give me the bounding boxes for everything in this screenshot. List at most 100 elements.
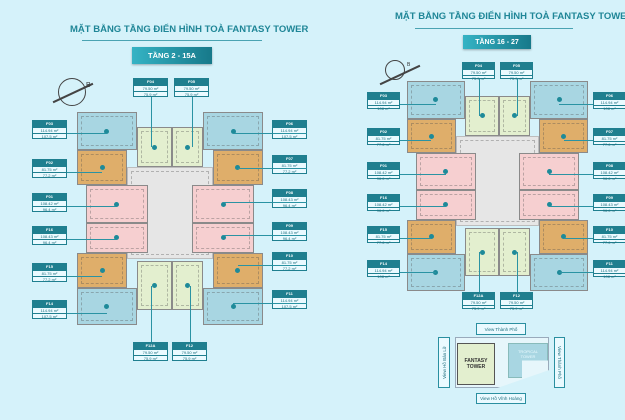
compass-icon [58, 78, 86, 106]
leader-line [400, 205, 446, 207]
unit-area-gross: 81.75 m² [273, 258, 306, 266]
unit-area-net: 107.5 m² [33, 133, 66, 140]
unit-marker-dot [114, 235, 120, 241]
unit-marker-dot [443, 169, 449, 175]
unit-marker-dot [433, 270, 439, 276]
unit-area-net: 77.6 m² [368, 239, 399, 246]
floor-plan-tang-16-27 [407, 81, 588, 291]
floor-badge: TẦNG 2 - 15A [132, 47, 212, 64]
unit-area-gross: 114.94 m² [33, 306, 66, 314]
leader-line [233, 133, 307, 135]
unit-area-net: 108 m² [594, 105, 625, 112]
unit-area-net: 75.9 m² [173, 355, 206, 362]
unit-area-net: 96.6 m² [594, 207, 625, 214]
unit-area-net: 108 m² [368, 105, 399, 112]
view-label-bottom: View Hồ Vĩnh Hoàng [476, 393, 526, 404]
apartment-unit-f06[interactable] [203, 112, 263, 151]
leader-line [516, 79, 518, 116]
unit-area-gross: 108.42 m² [594, 168, 625, 176]
unit-marker-dot [512, 113, 518, 119]
leader-line [559, 271, 593, 273]
unit-marker-dot [230, 128, 236, 134]
apartment-unit-f05[interactable] [171, 126, 204, 168]
unit-marker-dot [104, 128, 110, 134]
unit-area-gross: 108.42 m² [368, 168, 399, 176]
leader-line [237, 168, 307, 170]
apartment-unit-f01[interactable] [86, 185, 148, 223]
leader-line [150, 285, 152, 342]
unit-marker-dot [561, 133, 567, 139]
apartment-unit-f10[interactable] [539, 219, 588, 255]
unit-area-gross: 79.50 m² [463, 298, 494, 306]
unit-marker-dot [546, 169, 552, 175]
unit-name: F14 [368, 261, 399, 267]
unit-marker-dot [99, 165, 105, 171]
leader-line [549, 173, 593, 175]
unit-area-gross: 108.43 m² [33, 232, 66, 240]
compass-letter: B [407, 62, 411, 68]
unit-name: F02 [33, 160, 66, 166]
unit-marker-dot [556, 97, 562, 103]
leader-line [233, 303, 307, 305]
unit-name: F12A [463, 293, 494, 299]
leader-line [400, 103, 436, 105]
unit-marker-dot [104, 303, 110, 309]
leader-line [563, 237, 593, 239]
unit-marker-dot [114, 201, 120, 207]
title-divider [415, 28, 573, 29]
view-text: View Hồ Bán Lữ [441, 346, 447, 379]
unit-marker-dot [185, 283, 191, 289]
unit-area-net: 75.9 m² [134, 91, 167, 98]
unit-area-net: 96.4 m² [33, 206, 66, 213]
unit-name: F01 [33, 194, 66, 200]
apartment-unit-f03[interactable] [77, 112, 137, 151]
unit-area-gross: 79.50 m² [463, 68, 494, 76]
unit-area-net: 75.9 m² [463, 75, 494, 82]
unit-area-net: 77.6 m² [368, 141, 399, 148]
unit-marker-dot [561, 234, 567, 240]
unit-name: F06 [594, 93, 625, 99]
unit-name: F05 [501, 63, 532, 69]
view-text: View Hồ Vĩnh Hoàng [480, 396, 522, 401]
unit-name: F03 [368, 93, 399, 99]
unit-area-gross: 79.50 m² [501, 298, 532, 306]
unit-marker-dot [235, 267, 241, 273]
unit-name: F16 [368, 195, 399, 201]
unit-area-gross: 79.50 m² [173, 348, 206, 356]
unit-name: F15 [368, 227, 399, 233]
view-label-top: View Thành Phố [476, 323, 526, 335]
unit-area-gross: 114.94 m² [594, 266, 625, 274]
view-label-right: View Thành Phố [554, 337, 565, 388]
fantasy-tower-footprint: FANTASY TOWER [457, 343, 495, 385]
unit-area-net: 96.6 m² [594, 175, 625, 182]
unit-name: F02 [368, 129, 399, 135]
unit-area-net: 77.2 m² [33, 276, 66, 283]
leader-line [67, 276, 103, 278]
unit-marker-dot [99, 267, 105, 273]
unit-area-net: 75.9 m² [501, 75, 532, 82]
unit-area-gross: 79.50 m² [501, 68, 532, 76]
unit-name: F01 [368, 163, 399, 169]
view-text: View Thành Phố [557, 346, 563, 379]
unit-area-net: 75.9 m² [463, 305, 494, 312]
unit-area-gross: 114.94 m² [33, 126, 66, 134]
unit-area-net: 75.9 m² [175, 91, 208, 98]
unit-area-gross: 108.43 m² [273, 195, 306, 203]
unit-area-gross: 79.50 m² [134, 348, 167, 356]
leader-line [223, 235, 307, 237]
unit-area-net: 77.6 m² [594, 141, 625, 148]
leader-line [191, 97, 193, 148]
unit-marker-dot [546, 202, 552, 208]
unit-name: F05 [175, 79, 208, 85]
